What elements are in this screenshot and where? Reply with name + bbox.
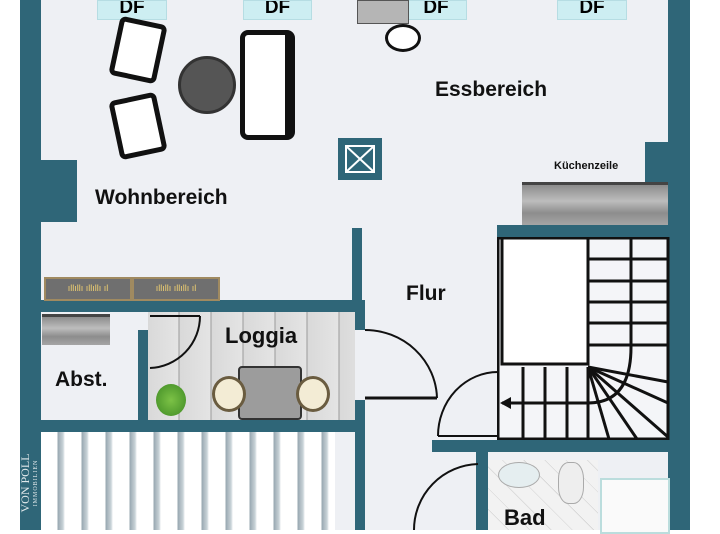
round-table xyxy=(178,56,236,114)
column-cross-icon xyxy=(345,145,375,173)
watermark-logo: VON POLL IMMOBILIEN xyxy=(16,438,42,530)
room-label-loggia: Loggia xyxy=(225,323,298,348)
office-chair xyxy=(385,24,421,52)
balcony-railing xyxy=(41,432,335,530)
room-label-storage: Abst. xyxy=(55,368,108,391)
roof-window-3: DF xyxy=(405,0,467,20)
shower xyxy=(600,478,670,534)
roof-window-1: DF xyxy=(97,0,167,20)
sink-icon xyxy=(498,462,540,488)
storage-shelf xyxy=(42,314,110,345)
room-label-hall: Flur xyxy=(406,282,446,305)
chair xyxy=(212,376,246,412)
kitchen-counter xyxy=(522,182,668,225)
sofa xyxy=(240,30,295,140)
left-wall xyxy=(20,0,41,530)
loggia-top-wall xyxy=(41,300,362,312)
right-wall xyxy=(668,0,690,530)
loggia-right-wall xyxy=(355,300,365,330)
room-label-kitchen: Küchenzeile xyxy=(554,160,619,172)
shelf: ıllıllı ıllıllı ıl xyxy=(44,277,132,301)
plant-icon xyxy=(156,384,186,416)
room-label-dining: Essbereich xyxy=(435,78,548,101)
watermark-sub: IMMOBILIEN xyxy=(33,459,39,507)
left-pier xyxy=(41,160,77,222)
room-label-bath: Bad xyxy=(504,505,546,530)
stair-bottom-wall xyxy=(432,440,670,452)
staircase xyxy=(497,237,670,440)
door-swing xyxy=(149,315,201,369)
flur-left-wall xyxy=(355,400,365,530)
stair-top-wall xyxy=(497,225,670,237)
door-swing xyxy=(365,329,438,400)
partition-stub xyxy=(352,228,362,300)
loggia-table xyxy=(238,366,302,420)
bath-left-wall xyxy=(476,452,488,530)
door-swing xyxy=(413,463,479,531)
door-swing xyxy=(437,371,499,437)
shelf: ıllıllı ıllıllı ıl xyxy=(132,277,220,301)
roof-window-4: DF xyxy=(557,0,627,20)
watermark-brand: VON POLL xyxy=(18,453,32,513)
chair xyxy=(296,376,330,412)
roof-window-2: DF xyxy=(243,0,312,20)
abst-wall xyxy=(138,330,148,430)
toilet-icon xyxy=(558,462,584,504)
desk xyxy=(357,0,409,24)
loggia-bottom-wall xyxy=(41,420,362,432)
room-label-living: Wohnbereich xyxy=(95,186,228,209)
